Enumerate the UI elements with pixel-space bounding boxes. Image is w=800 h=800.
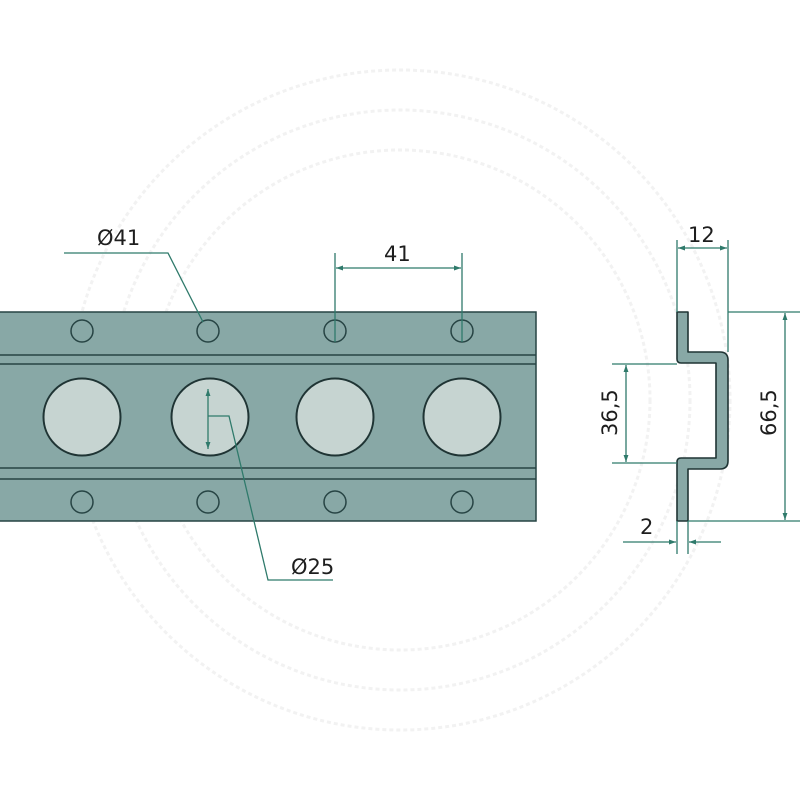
small-hole-bottom (70, 490, 94, 514)
large-hole (170, 377, 250, 457)
large-hole (42, 377, 122, 457)
label-height-66-5: 66,5 (757, 389, 781, 436)
small-hole-bottom (196, 490, 220, 514)
dimension-thickness (623, 521, 721, 554)
dimension-hole-diameter (205, 389, 333, 581)
small-hole-bottom (450, 490, 474, 514)
profile-section (676, 311, 729, 522)
dimension-total-height (688, 311, 800, 522)
label-height-36-5: 36,5 (598, 389, 622, 436)
small-hole-top (196, 319, 220, 343)
label-pitch-41: 41 (384, 242, 411, 266)
small-hole-bottom (323, 490, 347, 514)
large-hole (295, 377, 375, 457)
label-diameter-25: Ø25 (291, 555, 334, 579)
small-hole-top (70, 319, 94, 343)
label-diameter-41: Ø41 (97, 226, 140, 250)
label-width-12: 12 (688, 223, 715, 247)
dimension-inner-height (612, 363, 677, 464)
dimension-large-pitch (64, 252, 204, 323)
dimension-top-width (676, 240, 729, 352)
label-thickness-2: 2 (640, 515, 653, 539)
large-hole (422, 377, 502, 457)
dimension-hole-pitch (334, 253, 463, 342)
rail-profile-view (676, 311, 729, 522)
rail-front-view (0, 311, 537, 522)
